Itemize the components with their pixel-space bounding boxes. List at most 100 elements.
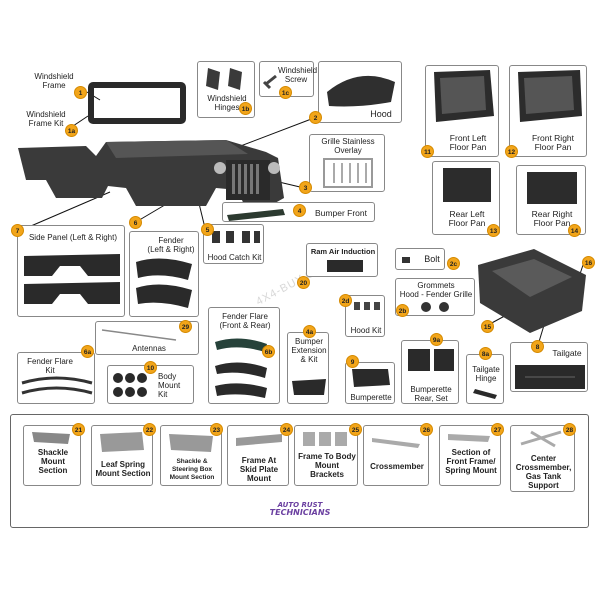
badge-1: 1 xyxy=(74,86,87,99)
badge-2d: 2d xyxy=(339,294,352,307)
badge-2c: 2c xyxy=(447,257,460,270)
badge-1a: 1a xyxy=(65,124,78,137)
bumperette-label: Bumperette xyxy=(350,393,392,402)
badge-3: 3 xyxy=(299,181,312,194)
badge-25: 25 xyxy=(349,423,362,436)
hood-label: Hood xyxy=(370,109,392,119)
badge-13: 13 xyxy=(487,224,500,237)
badge-28: 28 xyxy=(563,423,576,436)
badge-9a: 9a xyxy=(430,333,443,346)
badge-24: 24 xyxy=(280,423,293,436)
ram-air-induction-label: Ram Air Induction xyxy=(310,247,376,256)
hood-kit-label: Hood Kit xyxy=(350,326,382,335)
bolt-label: Bolt xyxy=(424,254,440,264)
badge-21: 21 xyxy=(72,423,85,436)
badge-14: 14 xyxy=(568,224,581,237)
ram-air-induction-box: Ram Air Induction xyxy=(306,243,378,277)
bumperette-box: Bumperette xyxy=(345,362,395,404)
badge-2: 2 xyxy=(309,111,322,124)
badge-15: 15 xyxy=(481,320,494,333)
badge-22: 22 xyxy=(143,423,156,436)
logo-line-2: TECHNICIANS xyxy=(269,508,331,517)
bolt-box: Bolt xyxy=(395,248,445,270)
badge-11: 11 xyxy=(421,145,434,158)
badge-4: 4 xyxy=(293,204,306,217)
windshield-frame-image xyxy=(88,82,186,124)
auto-rust-technicians-logo: AUTO RUST TECHNICIANS xyxy=(253,501,347,517)
antennas-label: Antennas xyxy=(132,344,166,353)
crossmember-box: Crossmember xyxy=(363,425,429,486)
hood-catch-kit-box: Hood Catch Kit xyxy=(203,224,264,264)
badge-1b: 1b xyxy=(239,102,252,115)
fender-label: Fender(Left & Right) xyxy=(147,236,195,254)
side-panel-label: Side Panel (Left & Right) xyxy=(28,233,118,242)
badge-23: 23 xyxy=(210,423,223,436)
badge-27: 27 xyxy=(491,423,504,436)
badge-7: 7 xyxy=(11,224,24,237)
badge-9: 9 xyxy=(346,355,359,368)
hood-box: Hood xyxy=(318,61,402,123)
badge-20: 20 xyxy=(297,276,310,289)
fender-box: Fender(Left & Right) xyxy=(129,231,199,317)
hood-kit-box: Hood Kit xyxy=(345,295,385,337)
badge-6: 6 xyxy=(129,216,142,229)
body-tub-image xyxy=(474,245,589,335)
badge-10: 10 xyxy=(144,361,157,374)
badge-8a: 8a xyxy=(479,347,492,360)
badge-6a: 6a xyxy=(81,345,94,358)
badge-16: 16 xyxy=(582,256,595,269)
badge-6b: 6b xyxy=(262,345,275,358)
jeep-body-image xyxy=(16,118,306,218)
badge-12: 12 xyxy=(505,145,518,158)
badge-26: 26 xyxy=(420,423,433,436)
logo-line-1: AUTO RUST xyxy=(277,501,323,509)
badge-4a: 4a xyxy=(303,325,316,338)
fender-flare-box: Fender Flare(Front & Rear) xyxy=(208,307,280,404)
badge-29: 29 xyxy=(179,320,192,333)
badge-8: 8 xyxy=(531,340,544,353)
badge-5: 5 xyxy=(201,223,214,236)
tailgate-label: Tailgate xyxy=(552,348,582,358)
badge-1c: 1c xyxy=(279,86,292,99)
tailgate-box: Tailgate xyxy=(510,342,588,392)
hood-catch-kit-label: Hood Catch Kit xyxy=(207,253,262,262)
badge-2b: 2b xyxy=(396,304,409,317)
